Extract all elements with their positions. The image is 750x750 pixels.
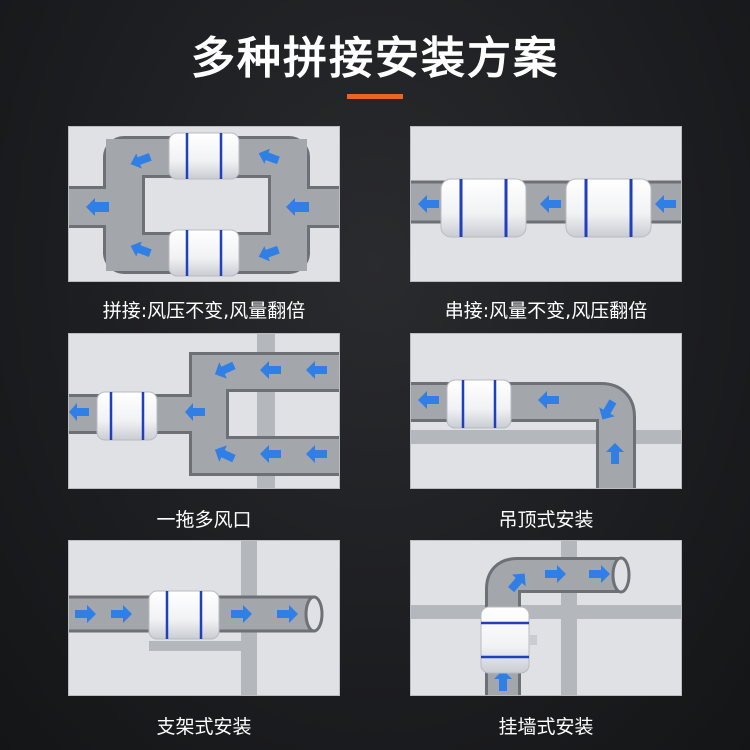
panel-series	[410, 126, 682, 282]
airflow-arrows	[86, 148, 309, 262]
fan-unit	[168, 132, 240, 180]
panel-ceiling	[410, 333, 682, 489]
fan-unit	[446, 379, 512, 429]
panel-wall	[410, 540, 682, 696]
page-title: 多种拼接安装方案	[191, 33, 559, 84]
caption-bracket: 支架式安装	[156, 716, 252, 738]
caption-ceiling: 吊顶式安装	[498, 509, 594, 531]
caption-parallel: 拼接:风压不变,风量翻倍	[102, 300, 306, 322]
fan-unit	[480, 606, 537, 674]
caption-multi-outlet: 一拖多风口	[156, 509, 252, 531]
caption-series: 串接:风量不变,风压翻倍	[444, 300, 648, 322]
fan-unit	[565, 178, 652, 238]
panel-bracket	[68, 540, 340, 696]
fan-unit	[168, 229, 240, 277]
title-underline	[347, 94, 403, 99]
fan-unit	[96, 391, 158, 441]
fan-unit	[440, 178, 527, 238]
fan-unit	[148, 590, 220, 640]
panel-multi-outlet	[68, 333, 340, 489]
panel-parallel	[68, 126, 340, 282]
caption-wall: 挂墙式安装	[498, 716, 594, 738]
